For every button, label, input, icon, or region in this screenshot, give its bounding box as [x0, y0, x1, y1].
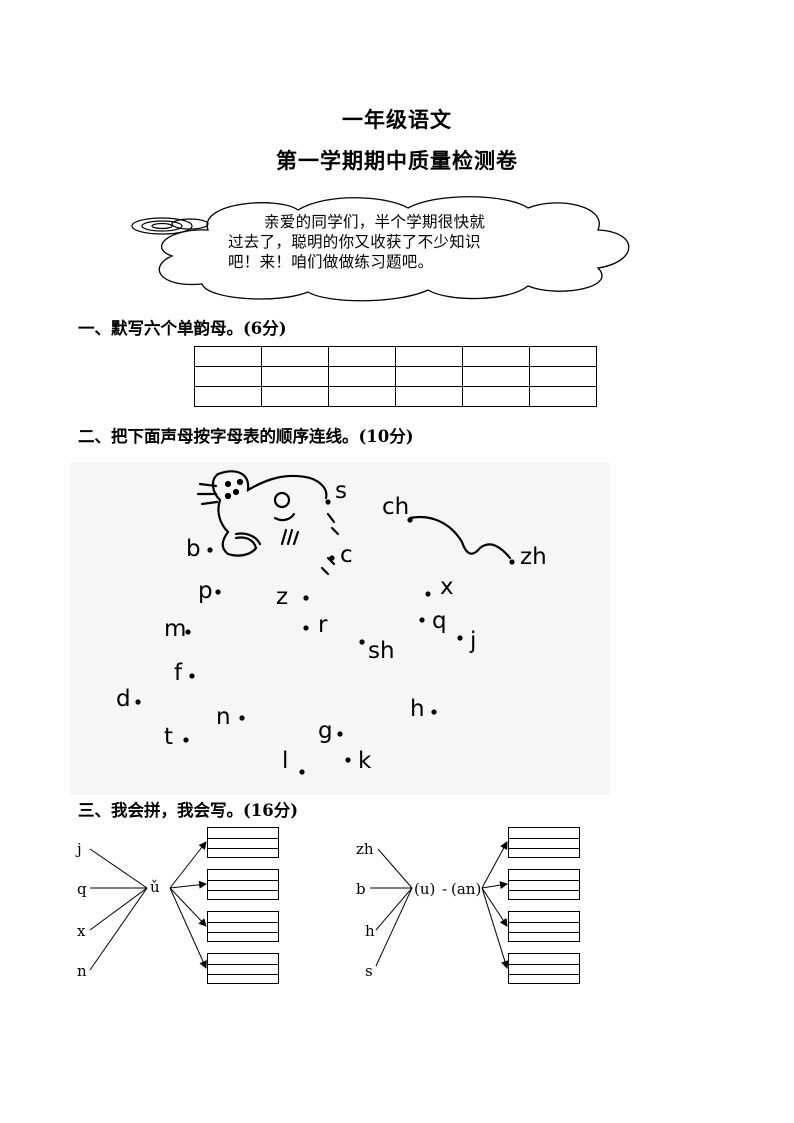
letter-k: k — [358, 748, 372, 774]
letter-r: r — [318, 612, 328, 638]
writing-box[interactable] — [207, 827, 279, 858]
initial-b: b — [356, 880, 366, 898]
letter-b: b — [186, 536, 201, 562]
letter-z: z — [276, 584, 289, 610]
section-2-heading: 二、把下面声母按字母表的顺序连线。(10分) — [78, 427, 414, 446]
cloud-line-1: 亲爱的同学们，半个学期很快就 — [264, 213, 486, 231]
letter-m: m — [164, 616, 187, 642]
section-1-heading: 一、默写六个单韵母。(6分) — [78, 319, 287, 338]
letter-q: q — [432, 608, 447, 634]
cloud-message: 亲爱的同学们，半个学期很快就 过去了，聪明的你又收获了不少知识 吧！来！咱们做做… — [228, 212, 536, 272]
grid-row — [194, 366, 597, 387]
final-u: (u) — [414, 880, 436, 898]
letter-l: l — [282, 748, 289, 774]
letter-h: h — [410, 696, 425, 722]
cloud-bubble — [131, 196, 630, 302]
letter-g: g — [318, 718, 333, 744]
connect-dots-puzzle: s ch zh b c p z x m r q j sh f d h n t g… — [70, 462, 610, 795]
writing-box[interactable] — [508, 911, 580, 942]
letter-j: j — [470, 628, 477, 654]
letter-sh: sh — [368, 638, 395, 664]
writing-box[interactable] — [508, 953, 580, 984]
cloud-line-3: 吧！来！咱们做做练习题吧。 — [228, 253, 434, 271]
letter-zh: zh — [520, 544, 547, 570]
letter-s: s — [335, 478, 347, 504]
puzzle-dots — [135, 499, 515, 775]
letter-c: c — [340, 542, 353, 568]
writing-box[interactable] — [207, 953, 279, 984]
cloud-line-2: 过去了，聪明的你又收获了不少知识 — [228, 233, 481, 251]
writing-box[interactable] — [207, 869, 279, 900]
initial-zh: zh — [356, 840, 374, 858]
answer-grid — [194, 346, 597, 407]
initial-x: x — [77, 922, 86, 940]
exam-title: 一年级语文 — [342, 108, 452, 132]
writing-box[interactable] — [508, 827, 580, 858]
section-3-heading: 三、我会拼，我会写。(16分) — [78, 801, 299, 820]
writing-box[interactable] — [207, 911, 279, 942]
grid-cell[interactable] — [529, 386, 597, 407]
letter-d: d — [116, 686, 131, 712]
initial-h: h — [365, 922, 375, 940]
initial-n: n — [77, 962, 87, 980]
writing-box[interactable] — [508, 869, 580, 900]
exam-subtitle: 第一学期期中质量检测卷 — [276, 149, 518, 173]
initial-j: j — [77, 840, 82, 858]
letter-t: t — [164, 724, 174, 750]
seal-drawing — [135, 470, 515, 775]
letter-n: n — [216, 704, 231, 730]
initial-q: q — [77, 880, 87, 898]
letter-f: f — [174, 660, 183, 686]
final-an: (an) — [451, 880, 482, 898]
letter-p: p — [198, 578, 213, 604]
letter-x: x — [440, 574, 454, 600]
final-dash: - — [442, 880, 448, 898]
grid-row — [194, 386, 597, 407]
letter-ch: ch — [382, 494, 410, 520]
final-u-umlaut: ǔ — [150, 878, 160, 896]
initial-s: s — [365, 962, 373, 980]
